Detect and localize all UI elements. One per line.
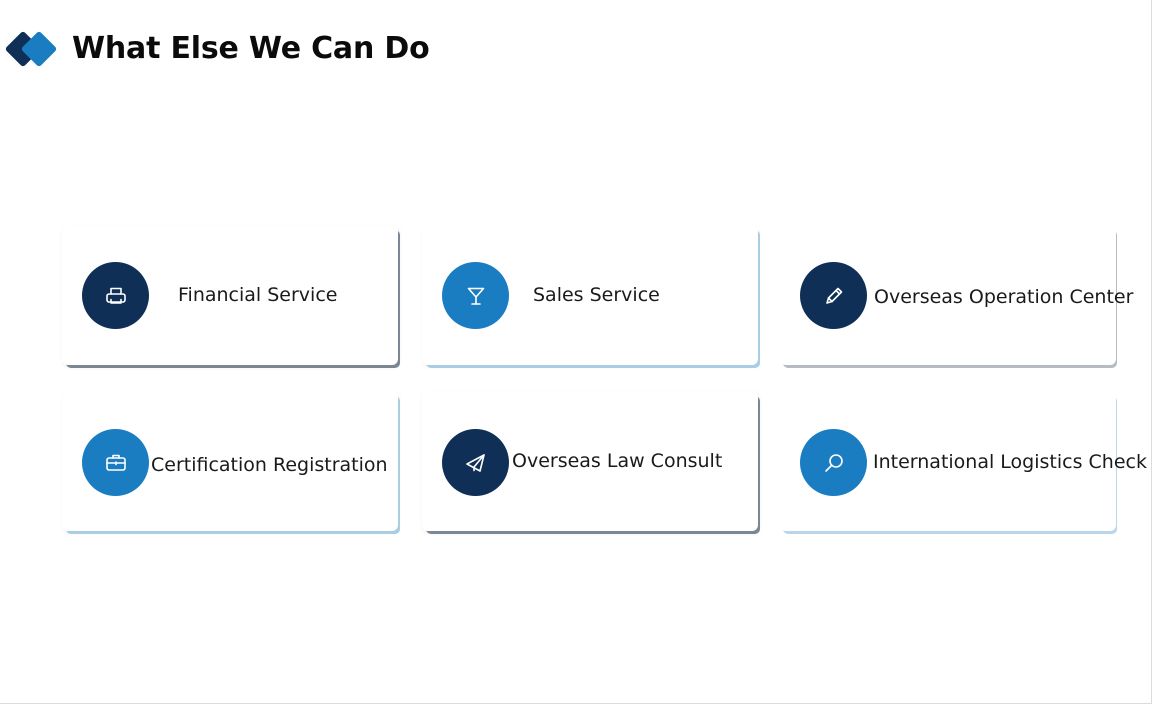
service-card-law-consult[interactable]: Overseas Law Consult: [422, 391, 758, 531]
service-label: Sales Service: [533, 284, 660, 306]
paper-plane-icon: [442, 429, 509, 496]
page-title: What Else We Can Do: [72, 31, 430, 66]
service-card-operation-center[interactable]: Overseas Operation Center: [780, 225, 1133, 365]
service-label: International Logistics Check: [873, 451, 1147, 473]
pencil-icon: [800, 262, 867, 329]
service-label: Overseas Law Consult: [512, 450, 723, 472]
service-card-logistics[interactable]: International Logistics Check: [780, 391, 1147, 531]
diamond-logo-icon: [5, 31, 57, 67]
printer-icon: [82, 262, 149, 329]
service-label: Certification Registration: [151, 454, 388, 476]
service-card-financial[interactable]: Financial Service: [62, 225, 398, 365]
cocktail-glass-icon: [442, 262, 509, 329]
service-card-sales[interactable]: Sales Service: [422, 225, 758, 365]
briefcase-icon: [82, 429, 149, 496]
service-label: Overseas Operation Center: [874, 286, 1134, 308]
service-card-certification[interactable]: Certification Registration: [62, 391, 398, 531]
magnifier-icon: [800, 429, 867, 496]
service-label: Financial Service: [178, 284, 338, 306]
